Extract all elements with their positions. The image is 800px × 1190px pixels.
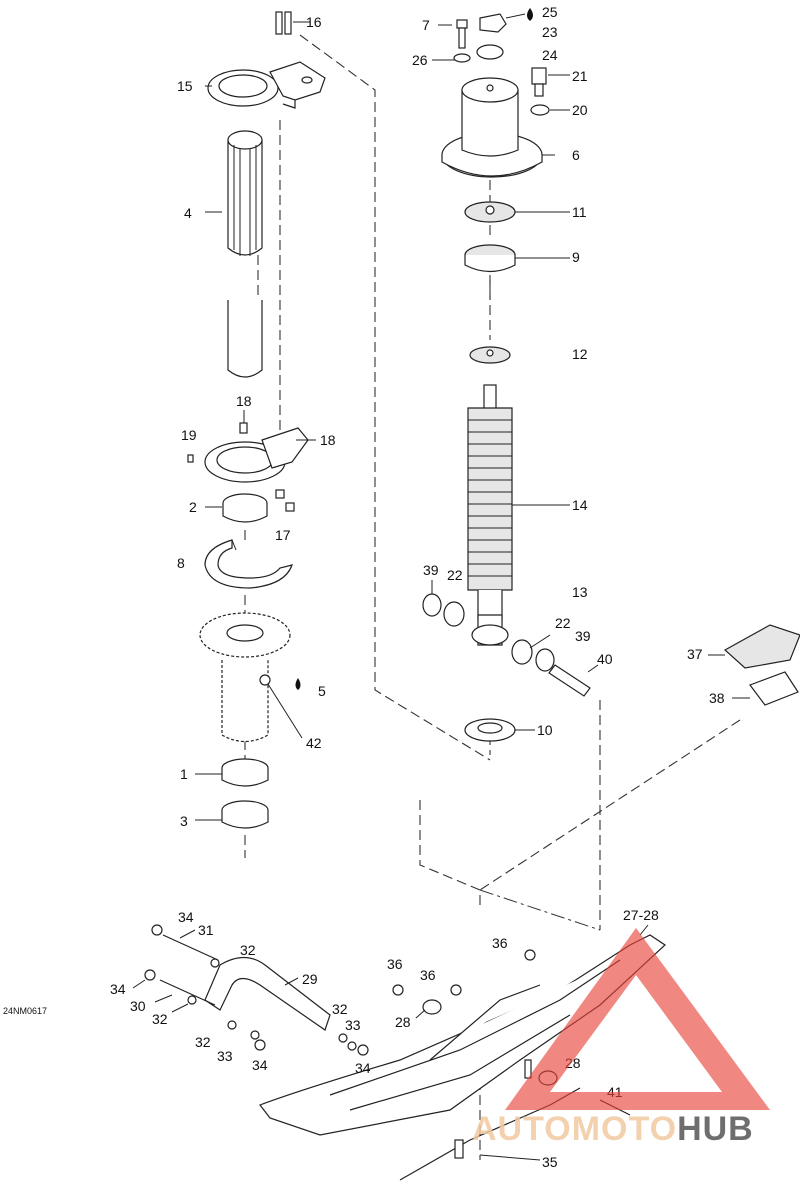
part-6-shock-mount bbox=[441, 77, 555, 178]
callout-label: 20 bbox=[572, 102, 588, 118]
callout-label: 32 bbox=[195, 1034, 211, 1050]
part-16-screws bbox=[275, 11, 310, 35]
watermark-brand-suffix: HUB bbox=[677, 1110, 754, 1148]
callout-label: 14 bbox=[572, 497, 588, 513]
callout-label: 30 bbox=[130, 998, 146, 1014]
callout-label: 24 bbox=[542, 47, 558, 63]
part-13-shock-eye bbox=[471, 614, 509, 646]
callout-label: 33 bbox=[345, 1017, 361, 1033]
part-34-32-33-hardware bbox=[132, 924, 369, 1056]
part-10-washer bbox=[464, 718, 535, 742]
callout-label: 18 bbox=[320, 432, 336, 448]
part-21-20-bolt-washer bbox=[530, 67, 570, 116]
callout-label: 3 bbox=[180, 813, 188, 829]
part-2-bushing bbox=[205, 493, 268, 523]
part-8-retaining-ring bbox=[204, 539, 293, 589]
assembly-guide-lines bbox=[244, 34, 741, 1160]
callout-label: 33 bbox=[217, 1048, 233, 1064]
callout-label: 13 bbox=[572, 584, 588, 600]
callout-label: 36 bbox=[420, 967, 436, 983]
callout-label: 35 bbox=[542, 1154, 558, 1170]
callout-label: 29 bbox=[302, 971, 318, 987]
part-5-42-grease-fitting bbox=[259, 674, 303, 739]
callout-label: 34 bbox=[110, 981, 126, 997]
part-40-pin bbox=[548, 664, 599, 697]
part-1-ring bbox=[195, 758, 269, 787]
callout-label: 34 bbox=[178, 909, 194, 925]
callout-label: 8 bbox=[177, 555, 185, 571]
part-11-spacer bbox=[464, 201, 570, 223]
callout-label: 38 bbox=[709, 690, 725, 706]
callout-label: 34 bbox=[355, 1060, 371, 1076]
part-4-splined-tube bbox=[205, 130, 263, 378]
callout-label: 40 bbox=[597, 651, 613, 667]
svg-text:AUTOMOTOHUB: AUTOMOTOHUB bbox=[472, 1110, 754, 1148]
part-15-upper-bracket bbox=[205, 61, 326, 109]
part-25-23-nut bbox=[479, 8, 533, 33]
callout-label: 22 bbox=[555, 615, 571, 631]
callout-label: 34 bbox=[252, 1057, 268, 1073]
callout-label: 18 bbox=[236, 393, 252, 409]
callout-label: 6 bbox=[572, 147, 580, 163]
callout-label: 31 bbox=[198, 922, 214, 938]
callout-label: 22 bbox=[447, 567, 463, 583]
drawing-code: 24NM0617 bbox=[3, 1006, 47, 1016]
callout-label: 37 bbox=[687, 646, 703, 662]
watermark-brand-main: AUTOMOTO bbox=[472, 1110, 677, 1148]
part-37-38-skid-plate bbox=[708, 624, 800, 706]
callout-label: 1 bbox=[180, 766, 188, 782]
callout-label: 21 bbox=[572, 68, 588, 84]
callout-label: 36 bbox=[387, 956, 403, 972]
callout-label: 32 bbox=[240, 942, 256, 958]
part-14-shock-absorber bbox=[467, 384, 570, 621]
watermark-triangle-icon bbox=[505, 928, 770, 1110]
part-bearing-housing bbox=[199, 612, 291, 743]
callout-label: 2 bbox=[189, 499, 197, 515]
callout-label: 28 bbox=[395, 1014, 411, 1030]
callout-label: 10 bbox=[537, 722, 553, 738]
part-ski bbox=[259, 924, 666, 1136]
part-22-39-bushings-right bbox=[511, 634, 555, 672]
callout-label: 16 bbox=[306, 14, 322, 30]
callout-label: 27-28 bbox=[623, 907, 659, 923]
callout-label: 11 bbox=[572, 204, 587, 220]
callout-label: 39 bbox=[423, 562, 439, 578]
callout-label: 12 bbox=[572, 346, 588, 362]
part-39-22-bushings-left bbox=[422, 580, 465, 627]
part-7-bolt bbox=[438, 19, 468, 49]
part-29-handle-loop bbox=[204, 956, 331, 1031]
callout-label: 42 bbox=[306, 735, 322, 751]
callout-label: 23 bbox=[542, 24, 558, 40]
callout-label: 32 bbox=[332, 1001, 348, 1017]
automotohub-watermark: AUTOMOTOHUB bbox=[472, 928, 770, 1148]
callout-label: 19 bbox=[181, 427, 197, 443]
callout-label: 17 bbox=[275, 527, 291, 543]
part-18-lower-bracket bbox=[187, 410, 316, 483]
callout-label: 15 bbox=[177, 78, 193, 94]
part-17-nuts bbox=[275, 489, 295, 512]
part-3-ring bbox=[195, 800, 269, 829]
part-9-cup bbox=[464, 244, 570, 273]
callout-label: 26 bbox=[412, 52, 428, 68]
callout-label: 7 bbox=[422, 17, 430, 33]
part-31-30-bolts bbox=[154, 929, 219, 1006]
callout-label: 36 bbox=[492, 935, 508, 951]
callout-label: 4 bbox=[184, 205, 192, 221]
callout-label: 5 bbox=[318, 683, 326, 699]
callout-label: 32 bbox=[152, 1011, 168, 1027]
part-24-26-washers bbox=[432, 44, 504, 63]
part-12-washer bbox=[469, 346, 511, 364]
callout-label: 25 bbox=[542, 4, 558, 20]
callout-label: 9 bbox=[572, 249, 580, 265]
callout-label: 39 bbox=[575, 628, 591, 644]
